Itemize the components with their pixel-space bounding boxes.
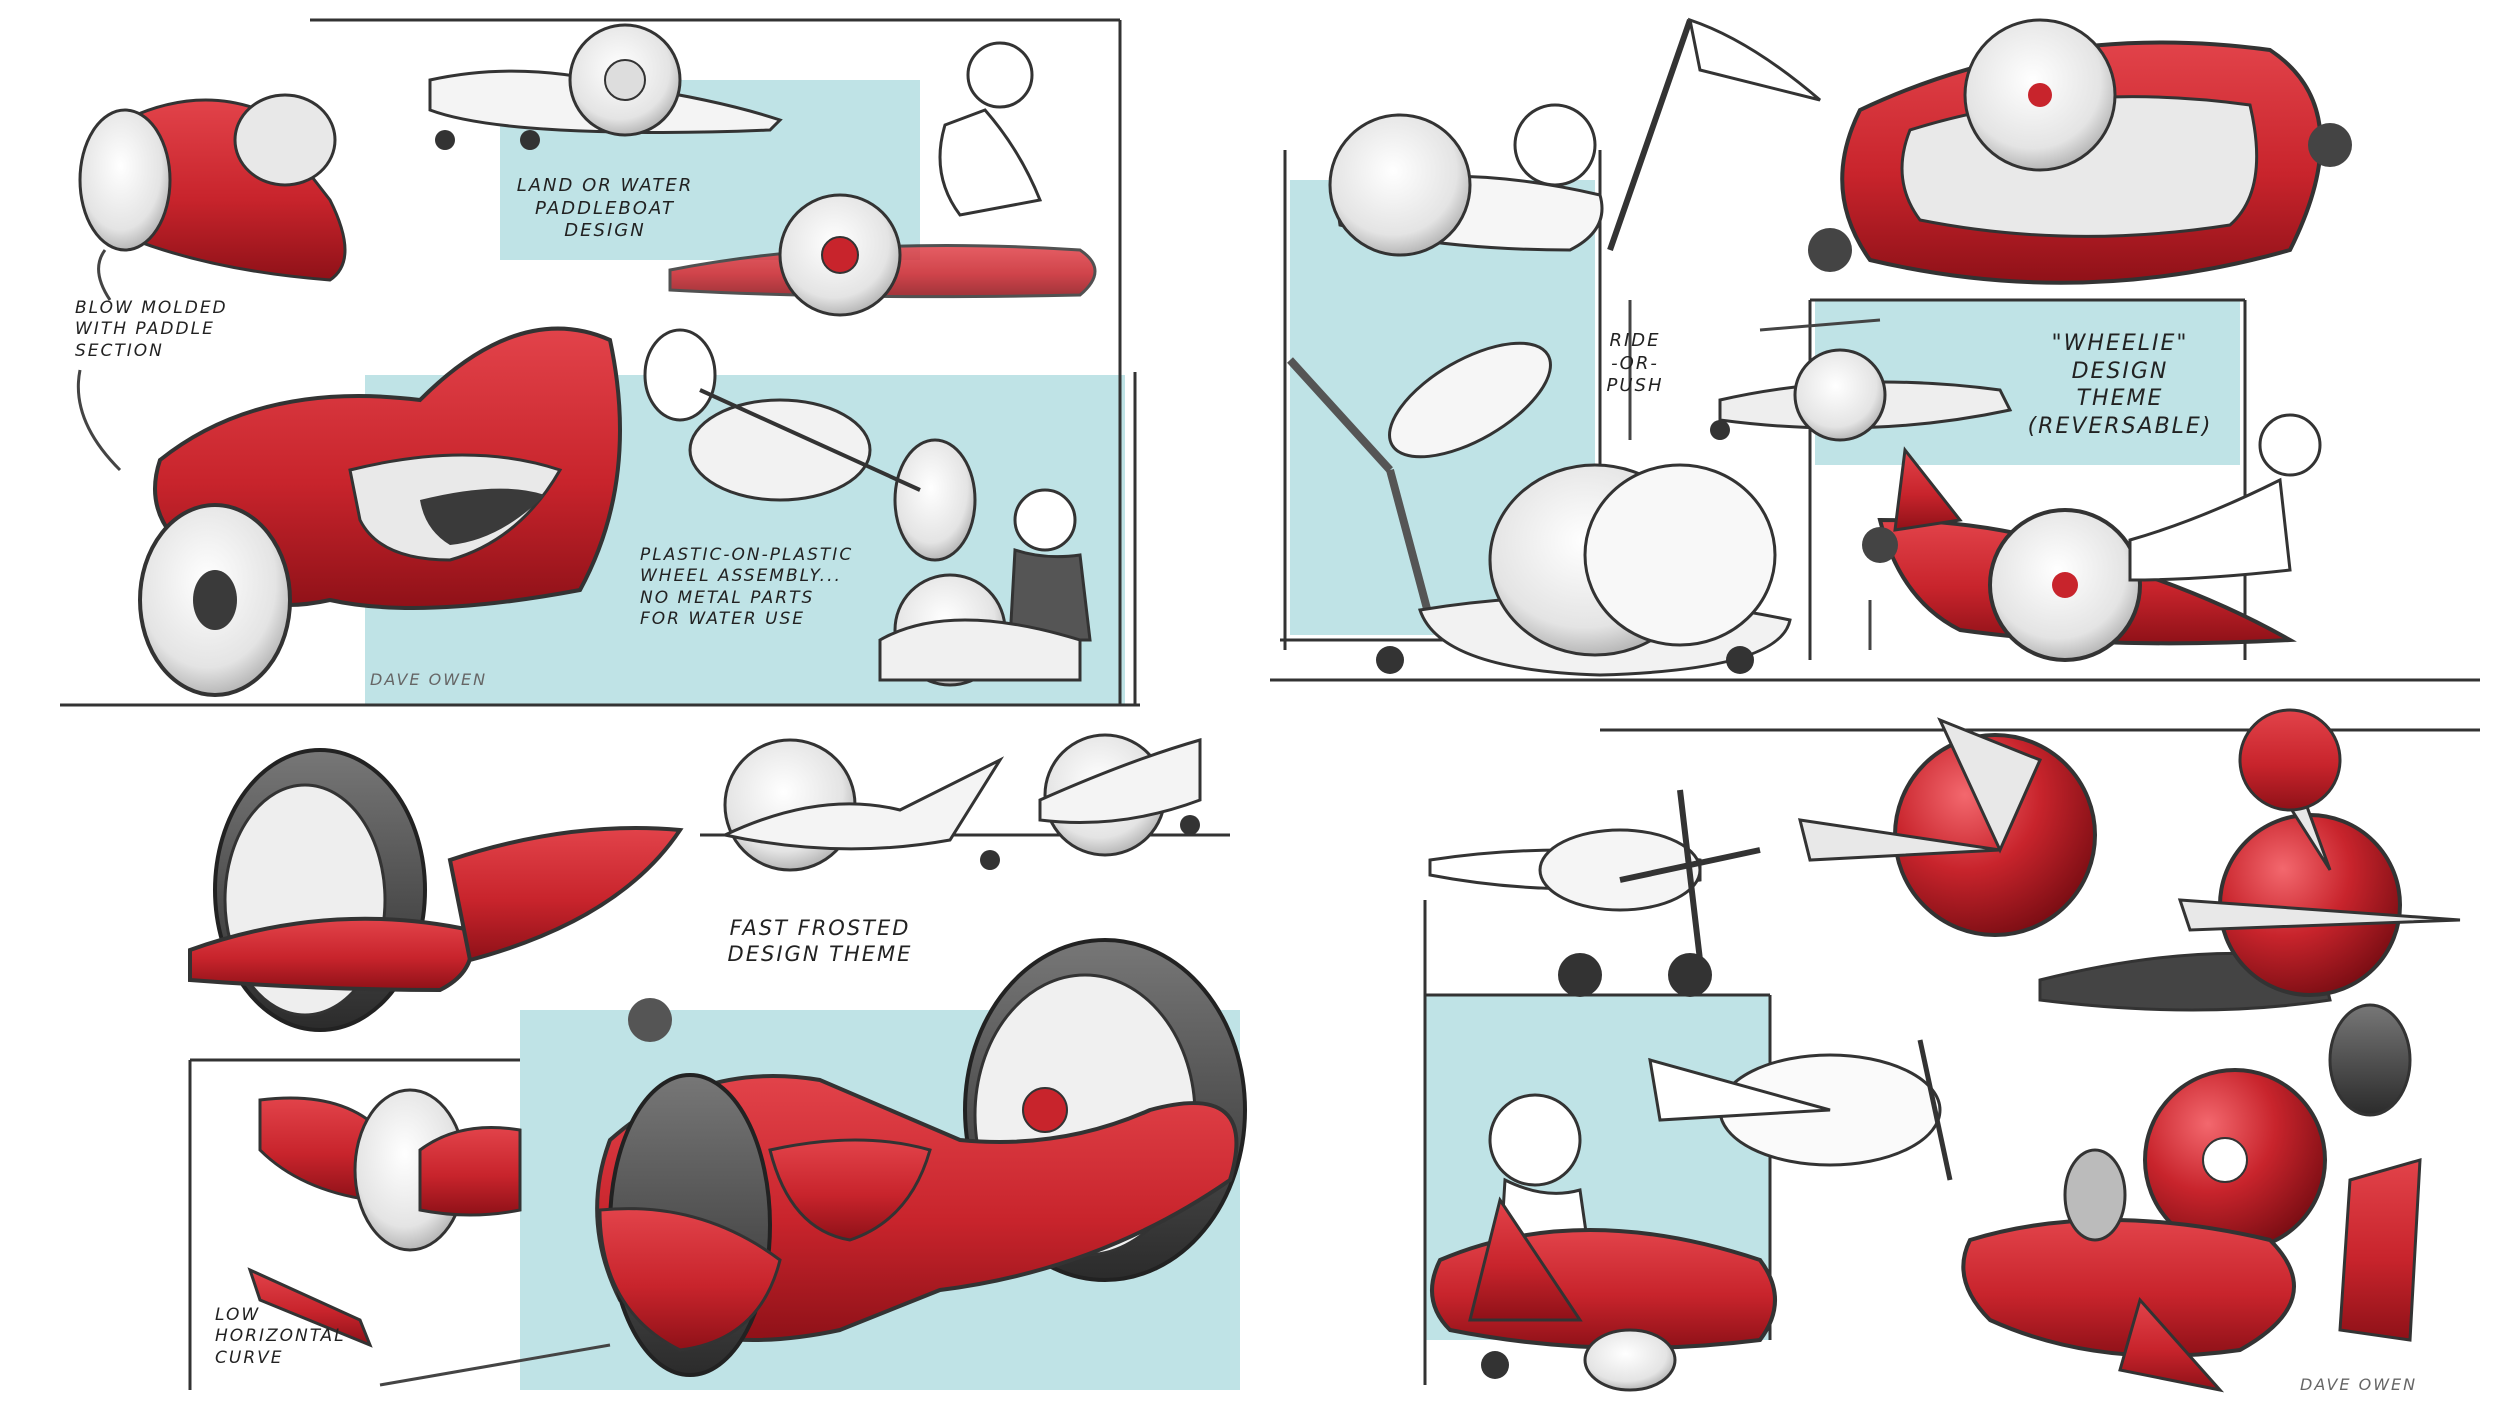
fast-frosted-render-top [188, 748, 684, 1042]
airplane-line-sketch [1428, 789, 1761, 997]
note-blow-molded: Blow Molded With Paddle Section [75, 298, 228, 361]
note-fast-frosted: Fast Frosted Design Theme [727, 916, 913, 967]
paddleboat-side-sketch [428, 23, 783, 150]
wheelie-ride-push-stroller [1287, 341, 1792, 677]
paddleboat-wheel-assembly-sketch [643, 328, 977, 562]
fast-frosted-detail-sketch [247, 1088, 522, 1348]
note-wheelie-theme: "Wheelie" Design Theme (Reversable) [2027, 331, 2213, 439]
wheelie-push-sketch-top [1328, 17, 1821, 257]
wheelie-side-sketch [1710, 348, 2013, 442]
fast-frosted-main-render [595, 938, 1247, 1377]
airplane-top-render [1797, 708, 2461, 1117]
annotation-arrows [76, 249, 1881, 1387]
note-ride-or-push: Ride -or- Push [1606, 330, 1664, 396]
airplane-bottom-render [1961, 1068, 2422, 1393]
signature-top-left: Dave Owen [370, 670, 488, 689]
wheelie-wagon-render [1808, 18, 2352, 285]
signature-bottom-right: Dave Owen [2300, 1375, 2418, 1394]
note-plastic-wheel: Plastic-on-Plastic Wheel Assembly... No … [640, 545, 854, 629]
airplane-child-rider [1430, 1093, 1777, 1392]
wheelie-red-render [1862, 413, 2322, 662]
fast-frosted-side-sketch [720, 733, 1202, 872]
panel-guide-lines [60, 18, 2480, 1390]
paddleboat-small-rider [878, 488, 1092, 687]
paddleboat-boat-sketch [78, 93, 347, 282]
paddleboat-child-rider [668, 41, 1097, 317]
airplane-outline-sketch [1648, 1039, 1953, 1181]
paddleboat-main-render [138, 326, 622, 697]
note-low-horizontal: Low Horizontal Curve [215, 1305, 346, 1368]
note-land-or-water: Land or Water Paddleboat Design [516, 175, 694, 241]
